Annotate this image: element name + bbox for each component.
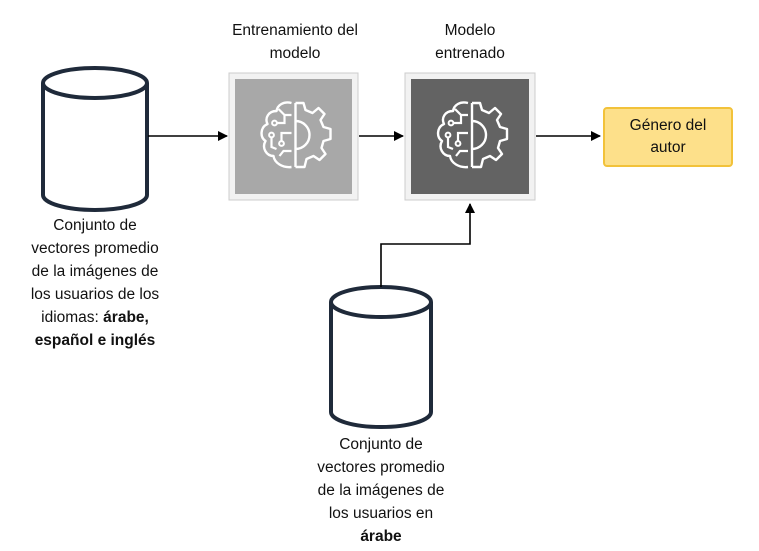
- dataset-multi-line6-bold: español e inglés: [34, 332, 156, 349]
- arrow-arabic-to-trained: [380, 203, 475, 287]
- dataset-multi-line6: español e inglés: [5, 329, 185, 352]
- output-line1: Género del: [629, 117, 707, 134]
- dataset-arabic-line5: árabe: [291, 525, 471, 548]
- dataset-arabic-label: Conjunto de vectores promedio de la imág…: [291, 433, 471, 548]
- training-model-box: [228, 72, 359, 201]
- dataset-arabic-line4: los usuarios en: [328, 505, 434, 522]
- dataset-multi-line5-prefix: idiomas:: [41, 309, 104, 326]
- dataset-arabic-line5-bold: árabe: [360, 528, 402, 545]
- output-line2: autor: [650, 139, 686, 156]
- training-title-line1: Entrenamiento del: [232, 22, 358, 39]
- dataset-multi-line5-bold: árabe,: [103, 309, 149, 326]
- dataset-arabic-line1: Conjunto de: [339, 436, 423, 453]
- training-title: Entrenamiento del modelo: [210, 19, 380, 65]
- author-gender-output: Género del autor: [603, 107, 733, 167]
- dataset-multi-line5: idiomas: árabe,: [5, 306, 185, 329]
- trained-title: Modelo entrenado: [400, 19, 540, 65]
- dataset-arabic-line3: de la imágenes de: [317, 482, 445, 499]
- trained-model-box: [404, 72, 536, 201]
- dataset-multi-label: Conjunto de vectores promedio de la imág…: [5, 214, 185, 352]
- dataset-arabic-line2: vectores promedio: [317, 459, 445, 476]
- dataset-multi-cylinder: [41, 66, 149, 212]
- dataset-multi-line4: los usuarios de los: [30, 286, 160, 303]
- trained-title-line2: entrenado: [435, 45, 505, 62]
- trained-title-line1: Modelo: [444, 22, 496, 39]
- dataset-multi-line3: de la imágenes de: [31, 263, 159, 280]
- dataset-arabic-cylinder: [329, 285, 433, 429]
- training-title-line2: modelo: [269, 45, 321, 62]
- dataset-multi-line1: Conjunto de: [53, 217, 137, 234]
- dataset-multi-line2: vectores promedio: [31, 240, 159, 257]
